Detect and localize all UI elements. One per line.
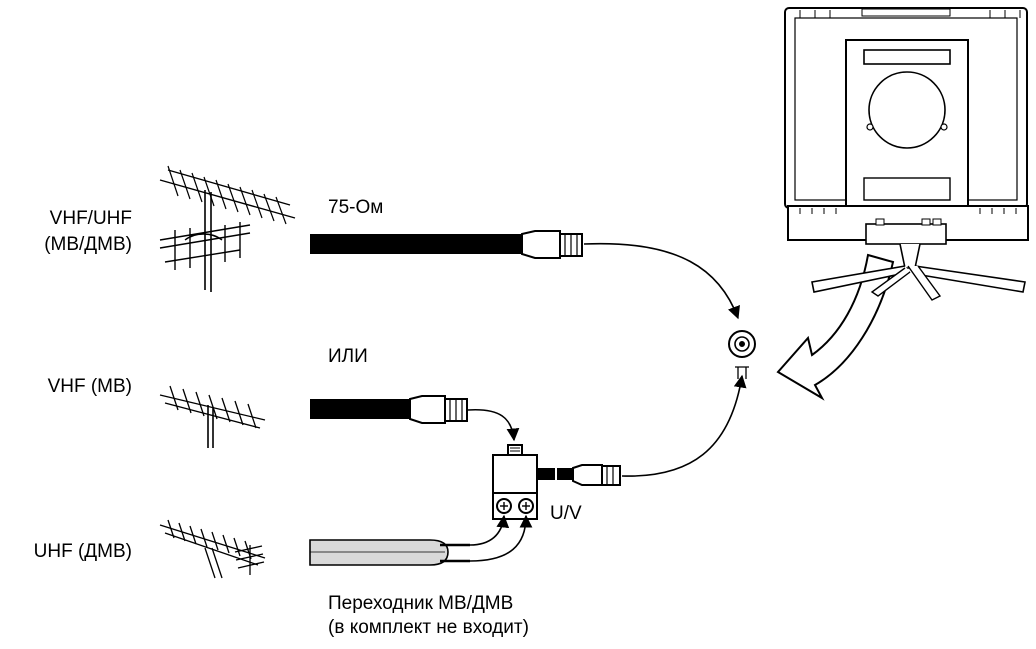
adapter-caption-line1: Переходник МВ/ДМВ [328,593,514,614]
uv-combiner-icon [492,444,538,520]
uhf-antenna-icon [159,519,266,579]
arrow-ribbon-lead-2 [469,514,533,562]
coax-cable-vhf [310,395,468,424]
antenna-label-vhf: VHF (МВ) [47,376,132,397]
coax-cable-top [310,230,583,259]
combiner-output-label: U/V [550,503,582,524]
arrow-top-cable-to-input [583,242,740,320]
tv-rear-view-icon [784,7,1029,301]
uhf-ribbon-cable [309,539,470,566]
arrow-vhf-to-combiner [467,408,520,442]
adapter-caption-line2: (в комплект не входит) [328,617,529,638]
vhf-uhf-antenna-icon [159,165,296,292]
antenna-label-uhf: UHF (ДМВ) [33,541,132,562]
or-label: ИЛИ [328,346,368,367]
vhf-antenna-icon [159,385,266,448]
coax-cable-combiner-output [537,464,621,486]
arrow-combiner-to-input [621,374,747,477]
cable-impedance-label: 75-Ом [328,197,384,218]
antenna-label-vhf-uhf-line1: VHF/UHF [49,208,132,229]
big-arrow-from-tv-icon [776,253,895,401]
antenna-label-vhf-uhf-line2: (МВ/ДМВ) [44,234,132,255]
arrow-ribbon-lead-1 [469,514,510,546]
antenna-input-socket-icon [728,330,756,379]
